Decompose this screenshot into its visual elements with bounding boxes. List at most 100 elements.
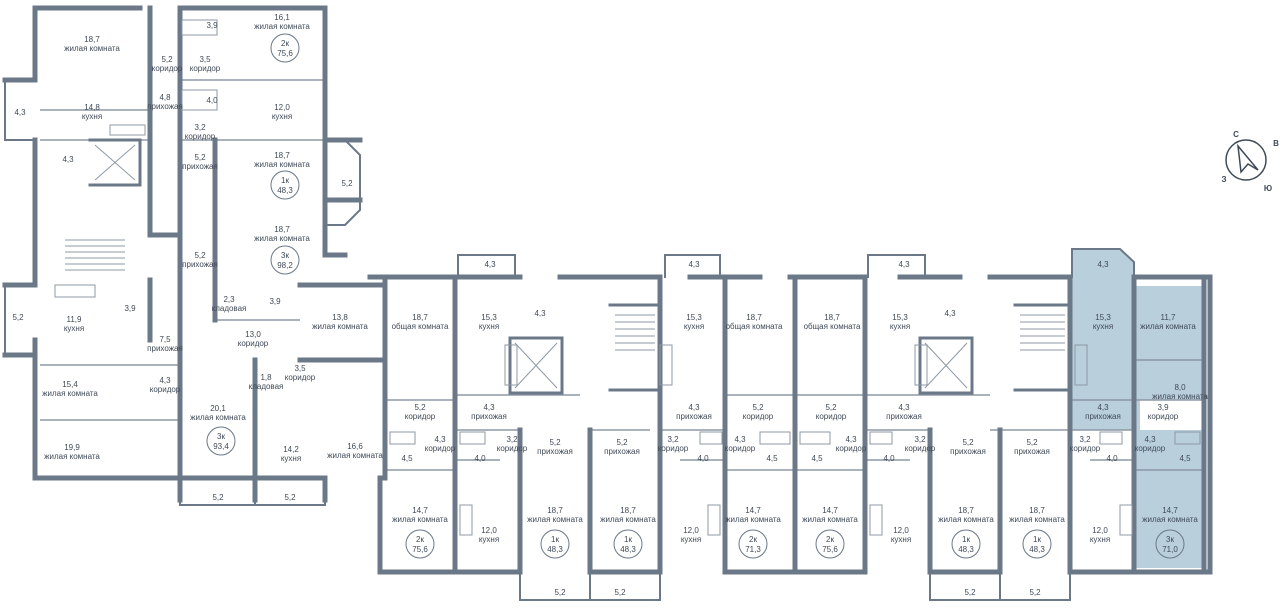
room-name: жилая комната (1152, 392, 1208, 401)
room-name: коридор (425, 444, 456, 453)
apartment-type: 1к (624, 535, 632, 544)
room-area: 18,7 (84, 35, 100, 44)
room-area: 4,3 (1144, 435, 1156, 444)
room-area: 14,7 (822, 506, 838, 515)
highlighted-apartment[interactable] (1072, 249, 1204, 568)
room-area: 11,9 (67, 315, 83, 324)
room-area: 18,7 (412, 313, 428, 322)
room-name: жилая комната (600, 515, 656, 524)
apartment-area: 75,6 (822, 545, 838, 554)
room-name: коридор (497, 444, 528, 453)
room-area: 15,3 (1095, 313, 1111, 322)
room-area: 4,3 (483, 403, 495, 412)
apartment-type: 3к (217, 432, 225, 441)
apartment-area: 71,0 (1162, 545, 1178, 554)
compass-south: Ю (1264, 184, 1272, 193)
room-area: 7,5 (159, 335, 171, 344)
room-area: 12,0 (274, 103, 290, 112)
room-area: 4,3 (688, 403, 700, 412)
room-area: 5,2 (414, 403, 426, 412)
room-area: 4,3 (1097, 260, 1109, 269)
room-name: коридор (405, 412, 436, 421)
room-area: 3,9 (124, 304, 136, 313)
room-name: кухня (479, 535, 499, 544)
room-label: 4,3 (898, 260, 910, 269)
room-area: 13,8 (332, 313, 348, 322)
apartment-badge-circle (1155, 529, 1185, 559)
room-area: 4,3 (62, 155, 74, 164)
room-name: прихожая (471, 412, 507, 421)
room-area: 19,9 (64, 443, 80, 452)
room-name: жилая комната (44, 452, 100, 461)
room-area: 15,3 (686, 313, 702, 322)
apartment-area: 75,6 (412, 545, 428, 554)
room-label: 5,2 (212, 493, 224, 502)
room-area: 14,8 (84, 103, 100, 112)
room-label: 5,2 (12, 313, 24, 322)
room-area: 18,7 (958, 506, 974, 515)
apartment-badge-circle (206, 426, 236, 456)
exterior-walls (2, 5, 1213, 601)
room-area: 3,2 (506, 435, 518, 444)
room-name: жилая комната (1140, 322, 1196, 331)
room-label: 4,0 (474, 454, 486, 463)
room-area: 5,2 (194, 251, 206, 260)
room-name: жилая комната (392, 515, 448, 524)
fixtures (54, 19, 1201, 536)
room-area: 5,2 (1029, 588, 1041, 597)
room-area: 4,3 (688, 260, 700, 269)
room-area: 4,5 (1179, 454, 1191, 463)
apartment-badge-circle (1022, 529, 1052, 559)
room-area: 16,1 (274, 13, 290, 22)
room-name: жилая комната (42, 389, 98, 398)
apartment-type: 2к (826, 535, 834, 544)
room-area: 3,5 (199, 55, 211, 64)
room-name: коридор (1135, 444, 1166, 453)
apartment-area: 93,4 (213, 442, 229, 451)
room-label: 4,3 (1097, 260, 1109, 269)
room-area: 5,2 (752, 403, 764, 412)
room-name: коридор (185, 132, 216, 141)
room-area: 20,1 (210, 404, 226, 413)
room-area: 18,7 (547, 506, 563, 515)
room-area: 5,2 (554, 588, 566, 597)
room-name: кухня (684, 322, 704, 331)
room-area: 3,9 (1157, 403, 1169, 412)
room-area: 4,5 (811, 454, 823, 463)
room-name: общая комната (392, 322, 449, 331)
room-label: 3,9 (206, 21, 218, 30)
apartment-badge-circle (270, 245, 300, 275)
room-name: общая комната (804, 322, 861, 331)
apartment-type: 2к (416, 535, 424, 544)
room-area: 4,3 (159, 376, 171, 385)
room-name: коридор (1070, 444, 1101, 453)
room-label: 4,3 (944, 309, 956, 318)
apartment-badge-circle (815, 529, 845, 559)
interior-partitions (40, 79, 1205, 471)
